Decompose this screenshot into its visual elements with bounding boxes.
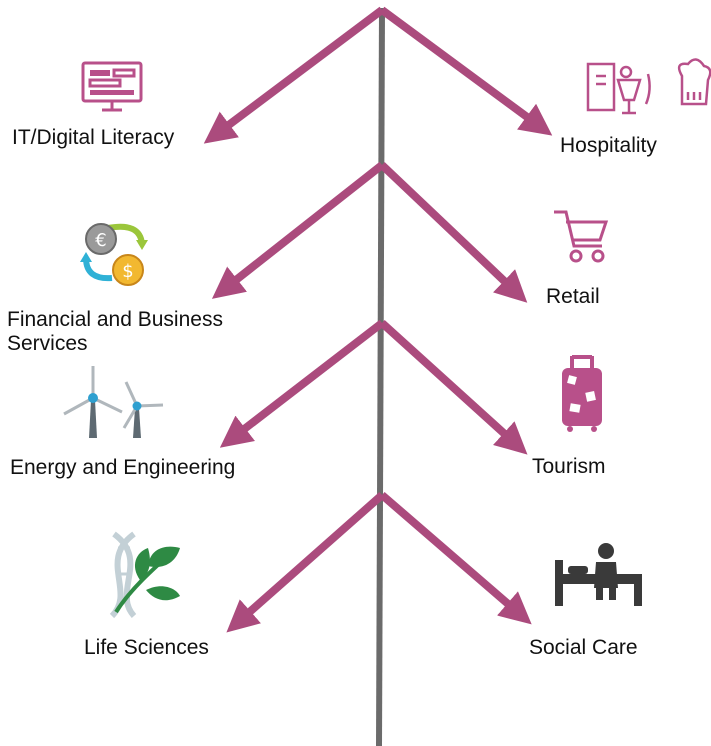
label-life-sciences: Life Sciences [84,636,209,659]
computer-monitor-icon [81,61,143,112]
label-retail: Retail [546,285,600,308]
person-on-bed-icon [555,543,642,606]
svg-text:$: $ [122,261,133,282]
wind-turbine-icon [63,366,164,438]
dna-plant-icon [109,531,180,619]
label-social-care: Social Care [529,636,638,659]
central-trunk-line [376,7,385,746]
currency-exchange-icon: € $ [80,223,148,286]
menu-drinks-chef-hat-icon [586,58,711,115]
label-energy-engineering: Energy and Engineering [10,456,236,479]
label-it-digital-literacy: IT/Digital Literacy [12,126,175,149]
svg-text:€: € [95,230,106,251]
branch-arrow-retail [379,162,528,303]
label-hospitality: Hospitality [560,134,657,157]
label-financial-business-services: Financial and Business Services [7,308,223,355]
branch-arrow-financial [211,161,385,299]
shopping-cart-icon [554,210,609,263]
label-tourism: Tourism [532,455,606,478]
branch-arrow-it [203,6,385,144]
branch-arrow-tourism [379,320,528,455]
branch-arrow-hospitality [379,6,553,136]
branch-arrow-life-sciences [226,492,385,633]
suitcase-icon [562,355,602,432]
branch-arrow-social-care [379,491,532,625]
branch-arrows [203,6,553,633]
